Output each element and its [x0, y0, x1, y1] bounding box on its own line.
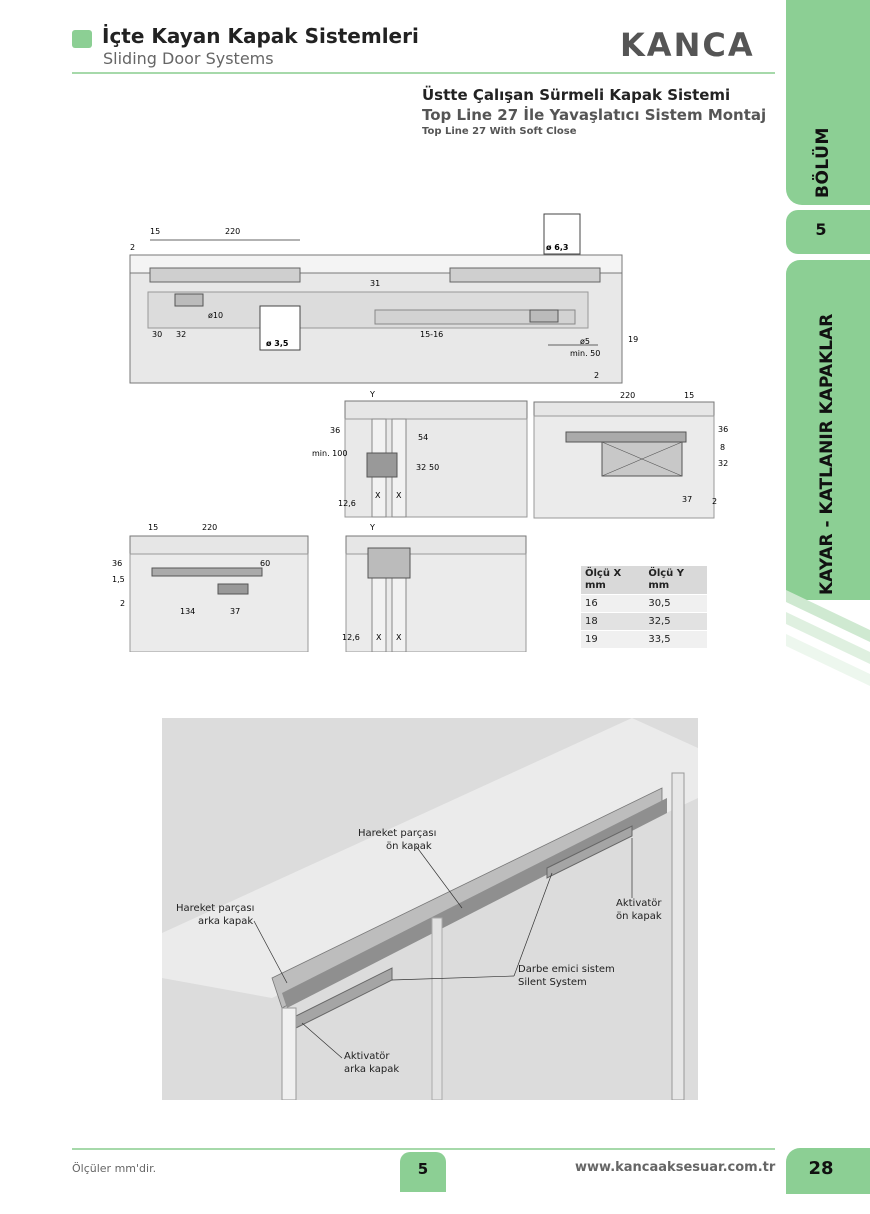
dim: 2 [120, 599, 125, 608]
page-title: İçte Kayan Kapak Sistemleri [102, 24, 419, 48]
dim: min. 100 [312, 449, 347, 458]
perspective-illustration: Hareket parçası ön kapak Hareket parçası… [162, 718, 698, 1100]
dim: 37 [230, 607, 240, 616]
table-cell: 30,5 [644, 594, 707, 613]
category-label: KAYAR - KATLANIR KAPAKLAR [817, 314, 837, 595]
units-note: Ölçüler mm'dir. [72, 1162, 157, 1175]
side-drawing-2: 220 15 36 8 32 37 2 [533, 391, 728, 519]
dim: 1,5 [112, 575, 125, 584]
header-bullet [72, 30, 92, 48]
page-number-tab [786, 1148, 870, 1194]
screw-label: ø 6,3 [546, 243, 568, 252]
dim: 134 [180, 607, 195, 616]
dim: Y [369, 390, 375, 399]
section-subtitle-en: Top Line 27 With Soft Close [422, 126, 577, 137]
dim: 60 [260, 559, 270, 568]
dim: ø10 [208, 311, 223, 320]
top-assembly-drawing: 15 220 2 31 ø10 30 32 15-16 ø5 min. 50 2… [129, 213, 638, 384]
dim: ø5 [580, 337, 590, 346]
dim: 32 [416, 463, 426, 472]
section-number: 5 [815, 220, 827, 239]
dim: 15 [148, 523, 158, 532]
dim: 37 [682, 495, 692, 504]
dim: 2 [712, 497, 717, 506]
section-title: Üstte Çalışan Sürmeli Kapak Sistemi [422, 86, 731, 104]
category-tab [786, 260, 870, 600]
label-hareket-on: Hareket parçası [358, 828, 436, 839]
table-cell: 33,5 [644, 630, 707, 648]
svg-text:KAYAR - KATLANIR KAPAKLAR: KAYAR - KATLANIR KAPAKLAR [817, 314, 837, 595]
label-aktivator-arka-2: arka kapak [344, 1064, 399, 1075]
dim: 32 [718, 459, 728, 468]
screw-label: ø 3,5 [266, 339, 289, 348]
dim: 15 [150, 227, 160, 236]
dim: X [375, 491, 381, 500]
dim: Y [369, 523, 375, 532]
dim: 2 [130, 243, 135, 252]
dim: 8 [720, 443, 725, 452]
dim: 19 [628, 335, 638, 344]
website-link[interactable]: www.kancaaksesuar.com.tr [575, 1160, 776, 1175]
table-cell: 18 [581, 612, 645, 631]
dim: 220 [620, 391, 635, 400]
bottom-left-drawing: 15 220 36 1,5 60 2 134 37 [112, 523, 309, 652]
dim: 15 [684, 391, 694, 400]
dim: 50 [429, 463, 439, 472]
dim: 220 [225, 227, 240, 236]
label-hareket-arka-2: arka kapak [198, 916, 253, 927]
dim: X [376, 633, 382, 642]
brand-logo: KANCA [620, 26, 755, 64]
svg-text:BÖLÜM: BÖLÜM [811, 127, 833, 198]
side-drawing-3: Y 12,6 X X [342, 523, 527, 652]
table-cell: 32,5 [644, 612, 707, 631]
label-aktivator-arka: Aktivatör [344, 1051, 390, 1062]
label-aktivator-on: Aktivatör [616, 898, 662, 909]
footer-divider [72, 1148, 775, 1150]
label-hareket-on-2: ön kapak [386, 841, 432, 852]
dim: 36 [330, 426, 340, 435]
dim: 36 [718, 425, 728, 434]
dim: 32 [176, 330, 186, 339]
label-aktivator-on-2: ön kapak [616, 911, 662, 922]
header-divider [72, 72, 775, 74]
dim: 2 [594, 371, 599, 380]
table-row: 18 32,5 [581, 612, 707, 631]
dim: 12,6 [338, 499, 356, 508]
dim: 220 [202, 523, 217, 532]
dim: X [396, 491, 402, 500]
section-tab [786, 0, 870, 205]
dim: 54 [418, 433, 428, 442]
dim: 31 [370, 279, 380, 288]
label-darbe-2: Silent System [518, 977, 587, 988]
section-subtitle: Top Line 27 İle Yavaşlatıcı Sistem Monta… [422, 106, 767, 124]
table-cell: 16 [581, 594, 645, 613]
dim: 36 [112, 559, 122, 568]
dim: 12,6 [342, 633, 360, 642]
dim: min. 50 [570, 349, 600, 358]
table-cell: 19 [581, 630, 645, 648]
table-row: 19 33,5 [581, 630, 707, 648]
dim: 15-16 [420, 330, 443, 339]
section-label: BÖLÜM [811, 127, 833, 198]
page-number: 28 [808, 1158, 834, 1179]
footer-section-number: 5 [417, 1160, 429, 1178]
tab-decoration-stripes [786, 590, 870, 686]
dim: X [396, 633, 402, 642]
page-subtitle: Sliding Door Systems [103, 49, 274, 68]
section-number-tab [786, 210, 870, 254]
table-row: 16 30,5 [581, 594, 707, 613]
label-darbe: Darbe emici sistem [518, 964, 615, 975]
side-drawing-1: Y 36 min. 100 54 32 50 12,6 X X [312, 390, 528, 518]
footer-section-tab [400, 1152, 446, 1192]
dim: 30 [152, 330, 162, 339]
label-hareket-arka: Hareket parçası [176, 903, 254, 914]
